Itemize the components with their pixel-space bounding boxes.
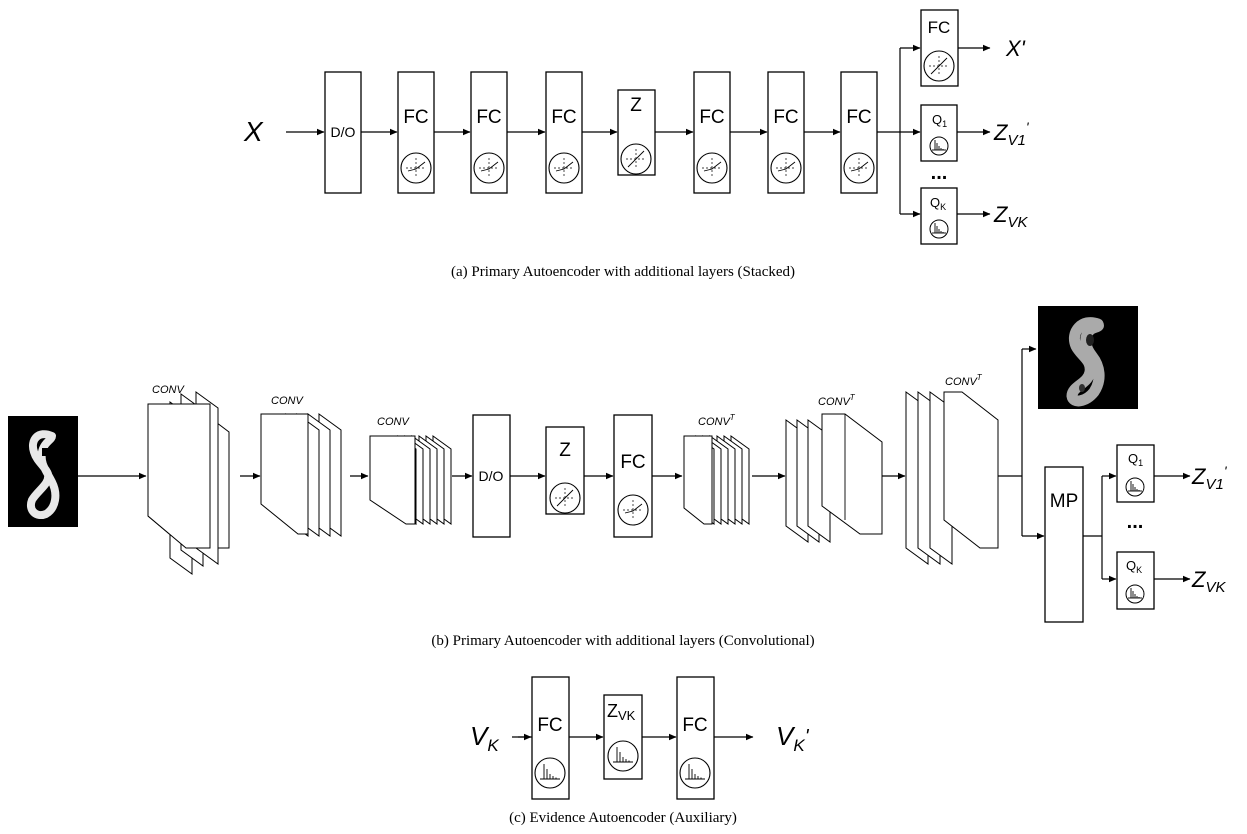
- convt-label: CONVT: [818, 393, 856, 408]
- linear-activation-icon: [620, 143, 652, 175]
- input-x-label: X: [243, 116, 264, 147]
- latent-label: Z: [559, 440, 571, 461]
- softmax-activation-icon: [1125, 584, 1145, 604]
- stacked-autoencoder: X D/O FC FC FC Z FC FC FC: [243, 9, 1030, 245]
- q1-label: Q1: [932, 112, 947, 129]
- output-zv1-label: ZV1': [1191, 463, 1228, 493]
- conv-autoencoder: CONV CONV CONV: [8, 306, 1228, 623]
- conv-label: CONV: [271, 395, 304, 407]
- conv-block-2: [260, 413, 342, 537]
- softmax-activation-icon: [929, 219, 949, 239]
- convt-block-1: [683, 435, 750, 525]
- output-zv1-label: ZV1': [993, 119, 1030, 149]
- softmax-activation-icon: [607, 740, 639, 772]
- conv-block-3: [369, 435, 452, 525]
- latent-label: ZVK: [607, 701, 636, 723]
- convt-block-3: [905, 391, 999, 565]
- caption-b: (b) Primary Autoencoder with additional …: [431, 633, 814, 649]
- dropout-label: D/O: [479, 468, 504, 484]
- fc-label: FC: [682, 715, 707, 736]
- relu-activation-icon: [696, 152, 728, 184]
- input-vk-label: VK: [470, 721, 499, 755]
- qk-label: QK: [930, 195, 946, 212]
- latent-label: Z: [630, 95, 642, 116]
- fc-label: FC: [551, 107, 576, 128]
- fc-label: FC: [476, 107, 501, 128]
- ellipsis: ...: [931, 162, 948, 184]
- conv-block-1: [147, 391, 230, 575]
- relu-activation-icon: [617, 494, 649, 526]
- max-pooling-layer: [1044, 466, 1084, 623]
- fc-label: FC: [537, 715, 562, 736]
- input-digit-image: [8, 416, 78, 527]
- softmax-activation-icon: [929, 136, 949, 156]
- qk-layer: [1116, 551, 1155, 610]
- relu-activation-icon: [843, 152, 875, 184]
- softmax-activation-icon: [534, 757, 566, 789]
- fc-label: FC: [846, 107, 871, 128]
- relu-activation-icon: [770, 152, 802, 184]
- fc-label: FC: [928, 18, 951, 37]
- conv-label: CONV: [377, 416, 410, 428]
- linear-activation-icon: [549, 482, 581, 514]
- convt-label: CONVT: [698, 413, 736, 428]
- softmax-activation-icon: [1125, 477, 1145, 497]
- relu-activation-icon: [473, 152, 505, 184]
- convt-label: CONVT: [945, 373, 983, 388]
- output-x-prime-label: X': [1005, 36, 1026, 61]
- reconstructed-digit-image: [1038, 306, 1138, 409]
- relu-activation-icon: [400, 152, 432, 184]
- conv-label: CONV: [152, 384, 185, 396]
- evidence-autoencoder: VK FC ZVK FC VK': [470, 676, 810, 800]
- output-vk-prime-label: VK': [776, 721, 810, 755]
- caption-c: (c) Evidence Autoencoder (Auxiliary): [509, 810, 737, 826]
- linear-activation-icon: [923, 50, 955, 82]
- fc-label: FC: [620, 452, 645, 473]
- fc-label: FC: [699, 107, 724, 128]
- caption-a: (a) Primary Autoencoder with additional …: [451, 264, 795, 280]
- fc-label: FC: [403, 107, 428, 128]
- softmax-activation-icon: [679, 757, 711, 789]
- convt-block-2: [785, 413, 883, 543]
- q1-label: Q1: [1128, 451, 1143, 468]
- output-zvk-label: ZVK: [993, 202, 1028, 231]
- dropout-label: D/O: [331, 124, 356, 140]
- ellipsis: ...: [1127, 511, 1144, 533]
- relu-activation-icon: [548, 152, 580, 184]
- mp-label: MP: [1050, 491, 1079, 512]
- fc-label: FC: [773, 107, 798, 128]
- qk-label: QK: [1126, 558, 1142, 575]
- output-zvk-label: ZVK: [1191, 567, 1226, 596]
